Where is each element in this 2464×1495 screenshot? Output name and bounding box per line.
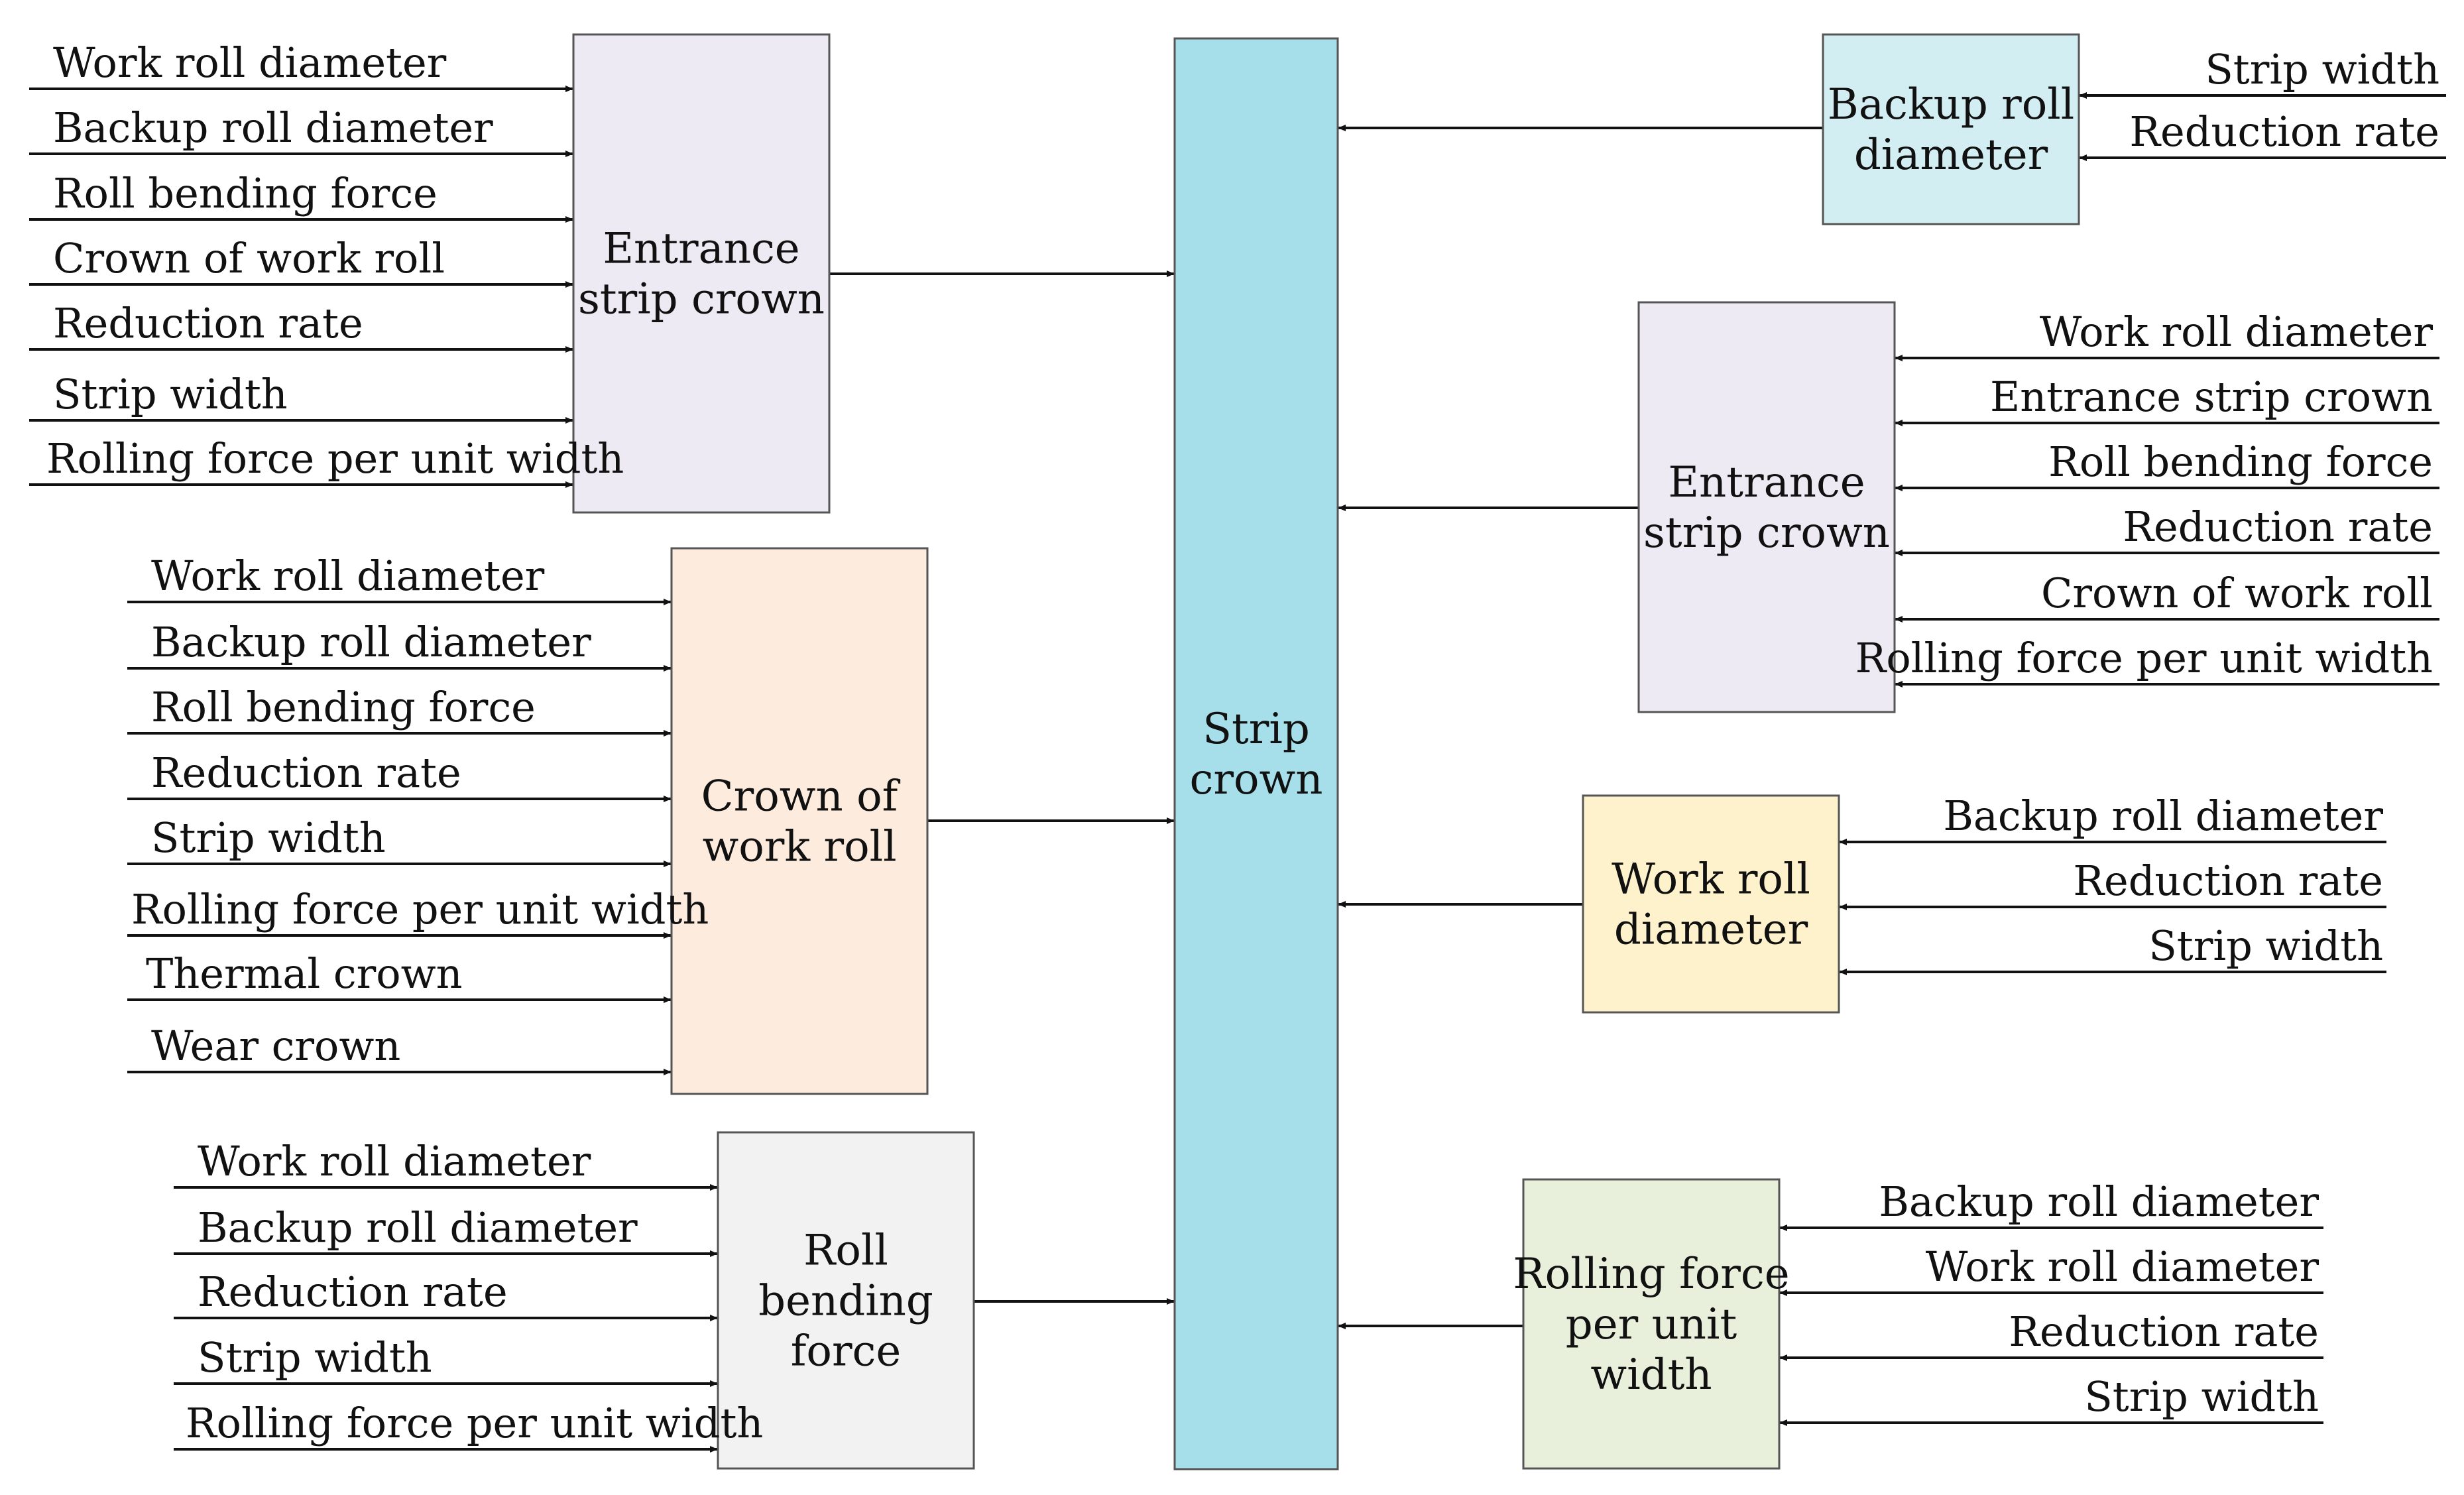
- connector-layer: [29, 86, 2446, 1453]
- input-label: Strip width: [2205, 45, 2439, 93]
- input-label: Strip width: [53, 370, 288, 418]
- input-label: Roll bending force: [2048, 438, 2433, 486]
- input-label: Rolling force per unit width: [46, 434, 624, 483]
- input-label: Work roll diameter: [53, 38, 447, 87]
- input-label: Reduction rate: [2009, 1307, 2319, 1356]
- left-block-roll-bending-force-label: bending: [758, 1277, 933, 1326]
- input-label: Entrance strip crown: [1990, 373, 2433, 421]
- left-block-crown-of-work-roll-label: work roll: [702, 823, 896, 872]
- right-block-work-roll-diameter-label: Work roll: [1612, 855, 1810, 904]
- left-block-roll-bending-force-label: Roll: [803, 1226, 888, 1276]
- right-block-backup-roll-diameter-label: diameter: [1854, 131, 2048, 180]
- center-block-label: crown: [1190, 755, 1323, 804]
- input-label: Rolling force per unit width: [1855, 634, 2433, 682]
- input-label: Work roll diameter: [198, 1137, 591, 1185]
- input-label: Backup roll diameter: [1943, 792, 2383, 840]
- right-block-entrance-strip-crown: [1637, 301, 1896, 713]
- right-block-rolling-force-per-unit-width-label: Rolling force: [1513, 1250, 1789, 1299]
- input-label: Backup roll diameter: [198, 1203, 638, 1252]
- center-block-strip-crown: [1173, 37, 1339, 1470]
- input-label: Rolling force per unit width: [131, 885, 709, 933]
- input-label: Strip width: [2148, 922, 2383, 970]
- input-label: Reduction rate: [2073, 857, 2383, 905]
- input-label: Roll bending force: [53, 169, 438, 217]
- left-block-entrance-strip-crown: [572, 33, 831, 514]
- input-label: Strip width: [198, 1333, 432, 1382]
- input-label: Roll bending force: [151, 683, 536, 731]
- input-label: Thermal crown: [146, 949, 463, 998]
- right-block-rolling-force-per-unit-width: [1522, 1178, 1781, 1470]
- left-block-entrance-strip-crown-label: Entrance: [603, 225, 799, 274]
- right-block-backup-roll-diameter-label: Backup roll: [1828, 80, 2074, 129]
- input-label: Crown of work roll: [2041, 569, 2433, 617]
- right-block-rolling-force-per-unit-width-label: per unit: [1566, 1300, 1737, 1349]
- left-block-roll-bending-force-label: force: [791, 1327, 902, 1376]
- input-label: Wear crown: [151, 1022, 400, 1070]
- input-label: Work roll diameter: [1926, 1242, 2319, 1291]
- left-block-entrance-strip-crown-label: strip crown: [578, 275, 825, 324]
- input-label: Strip width: [151, 813, 386, 862]
- input-label: Reduction rate: [53, 299, 363, 347]
- right-block-backup-roll-diameter: [1822, 33, 2080, 225]
- input-label: Strip width: [2084, 1372, 2319, 1421]
- input-label: Backup roll diameter: [1879, 1177, 2319, 1226]
- left-block-crown-of-work-roll: [670, 547, 929, 1095]
- input-label: Backup roll diameter: [151, 618, 591, 666]
- right-block-entrance-strip-crown-label: Entrance: [1668, 458, 1865, 507]
- input-label: Crown of work roll: [53, 234, 445, 282]
- right-block-work-roll-diameter: [1582, 794, 1840, 1014]
- right-block-entrance-strip-crown-label: strip crown: [1643, 508, 1890, 558]
- left-block-roll-bending-force: [717, 1131, 975, 1470]
- input-label: Reduction rate: [198, 1268, 508, 1316]
- input-label: Reduction rate: [151, 748, 461, 797]
- input-label: Reduction rate: [2129, 107, 2439, 156]
- input-label: Work roll diameter: [151, 552, 545, 600]
- box-layer: [572, 33, 2080, 1470]
- right-block-rolling-force-per-unit-width-label: width: [1590, 1350, 1712, 1400]
- center-block-label: Strip: [1203, 705, 1310, 754]
- right-block-work-roll-diameter-label: diameter: [1614, 906, 1808, 955]
- input-label: Rolling force per unit width: [186, 1399, 763, 1447]
- input-label: Work roll diameter: [2040, 308, 2434, 356]
- left-block-crown-of-work-roll-label: Crown of: [701, 772, 901, 821]
- input-label: Reduction rate: [2123, 503, 2433, 551]
- input-label: Backup roll diameter: [53, 103, 493, 152]
